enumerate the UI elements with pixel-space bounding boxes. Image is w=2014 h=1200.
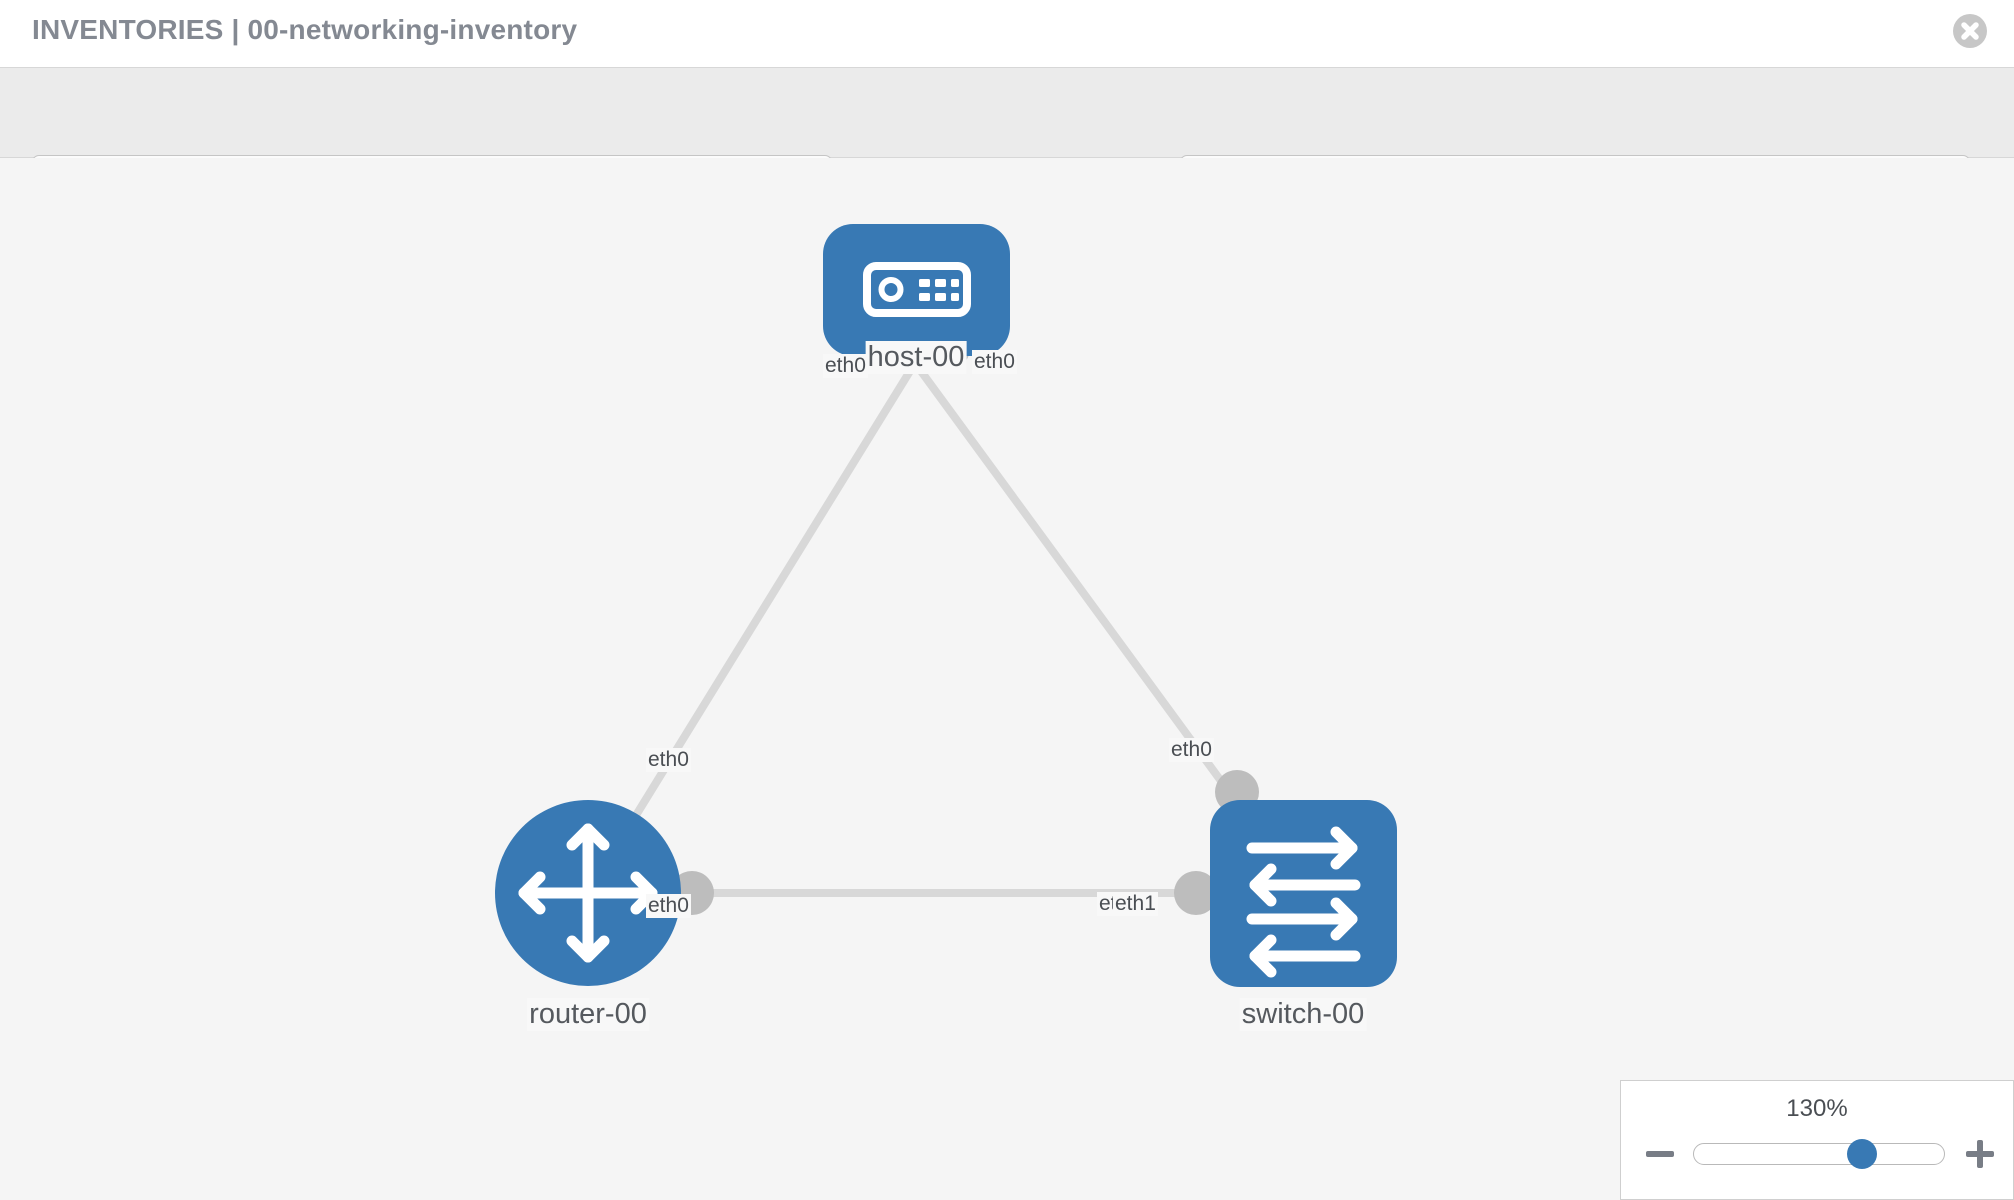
node-host-00[interactable]	[823, 224, 1010, 356]
page-header: INVENTORIES | 00-networking-inventory	[0, 0, 2014, 68]
node-label-host-00: host-00	[865, 341, 967, 374]
node-router-00[interactable]	[495, 800, 681, 986]
router-arrows-icon	[518, 823, 658, 963]
topology-canvas[interactable]: eth0 eth0 eth0 eth0 eth1 eth0 eth0 host-…	[0, 158, 2014, 1200]
zoom-control-panel: 130%	[1620, 1080, 2014, 1200]
iface-label: eth0	[1169, 738, 1214, 762]
link-host-router	[584, 360, 919, 896]
iface-label: eth0	[823, 354, 868, 378]
iface-label: eth1	[1113, 892, 1158, 916]
zoom-slider-thumb[interactable]	[1846, 1139, 1877, 1169]
toolbar: ACTIONS SEARCH	[0, 68, 2014, 207]
connector-switch-left	[1174, 871, 1218, 915]
zoom-slider[interactable]	[1693, 1139, 1945, 1169]
server-icon	[863, 262, 971, 317]
page-title: INVENTORIES | 00-networking-inventory	[32, 14, 578, 45]
topology-links	[584, 360, 1307, 897]
zoom-level-value: 130%	[1786, 1095, 1848, 1122]
switch-arrows-icon	[1246, 826, 1361, 978]
close-icon[interactable]	[1953, 14, 1987, 48]
iface-label: eth0	[646, 748, 691, 772]
zoom-slider-row	[1621, 1137, 2013, 1177]
zoom-out-button[interactable]	[1643, 1137, 1677, 1171]
node-label-switch-00: switch-00	[1239, 998, 1367, 1031]
topology-graph	[495, 224, 1397, 987]
iface-label: eth0	[972, 350, 1017, 374]
iface-label: eth0	[646, 894, 691, 918]
node-switch-00[interactable]	[1210, 800, 1397, 987]
node-label-router-00: router-00	[527, 998, 649, 1031]
zoom-in-button[interactable]	[1963, 1137, 1997, 1171]
